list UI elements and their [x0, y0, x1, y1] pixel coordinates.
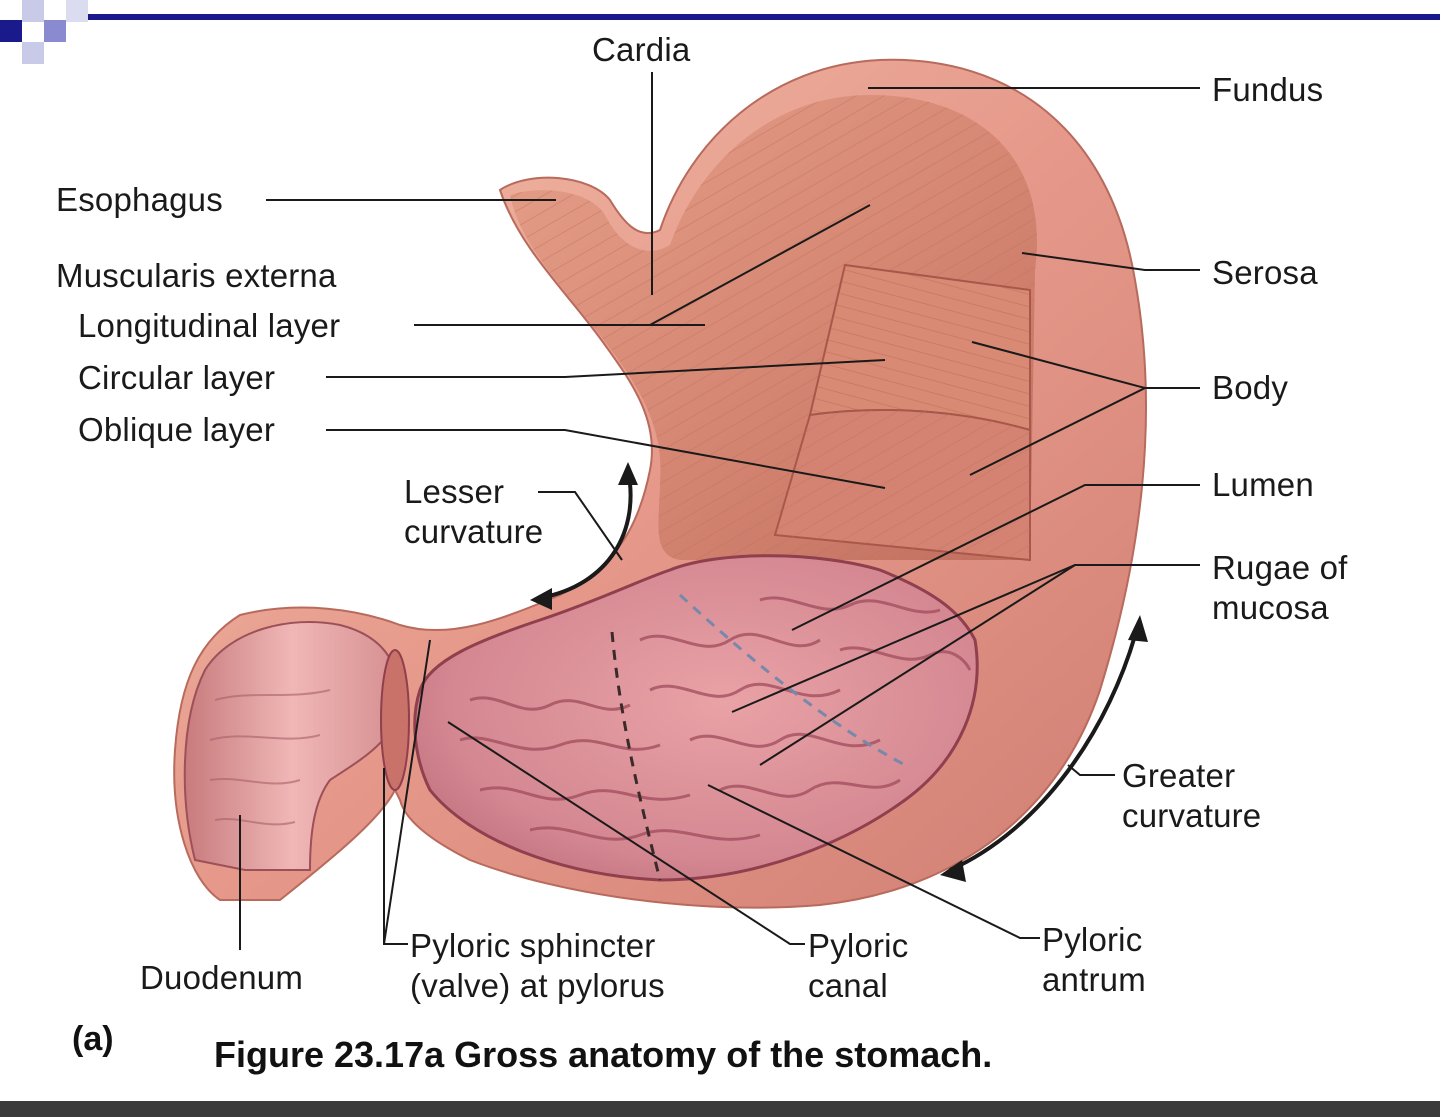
label-circular-layer: Circular layer [78, 359, 276, 396]
label-lumen: Lumen [1212, 466, 1314, 503]
antrum-boundary-dashed [610, 631, 662, 881]
slide-top-rule [88, 14, 1440, 20]
label-longitudinal-layer: Longitudinal layer [78, 307, 341, 344]
label-greater-curvature: Greater curvature [1122, 756, 1261, 836]
label-pyloric-sphincter-line2: (valve) at pylorus [410, 967, 665, 1004]
label-pyloric-canal-line2: canal [808, 967, 888, 1004]
label-lesser-line2: curvature [404, 513, 544, 550]
label-lesser-curvature: Lesser curvature [404, 472, 543, 552]
label-fundus: Fundus [1212, 71, 1324, 108]
label-pyloric-sphincter-line1: Pyloric sphincter [410, 927, 656, 964]
pyloric-sphincter-ring [380, 649, 410, 791]
label-greater-line2: curvature [1122, 797, 1262, 834]
label-pyloric-antrum: Pyloric antrum [1042, 920, 1146, 1000]
label-cardia: Cardia [592, 31, 691, 68]
leader-lines [239, 72, 1200, 950]
label-rugae-line2: mucosa [1212, 589, 1329, 626]
slide-corner-decoration [0, 0, 88, 64]
label-muscularis-externa: Muscularis externa [56, 257, 337, 294]
label-pyloric-sphincter: Pyloric sphincter (valve) at pylorus [410, 926, 665, 1006]
lesser-curvature-arrow [530, 462, 638, 610]
label-pyloric-antrum-line2: antrum [1042, 961, 1146, 998]
label-duodenum: Duodenum [140, 959, 304, 996]
label-rugae-of-mucosa: Rugae of mucosa [1212, 548, 1348, 628]
label-pyloric-antrum-line1: Pyloric [1042, 921, 1143, 958]
figure-caption: Figure 23.17a Gross anatomy of the stoma… [214, 1034, 993, 1075]
label-body: Body [1212, 369, 1289, 406]
label-pyloric-canal: Pyloric canal [808, 926, 908, 1006]
panel-letter: (a) [72, 1020, 114, 1058]
duodenum-shape [183, 621, 402, 871]
greater-curvature-arrow [940, 615, 1148, 882]
slide-bottom-bar [0, 1101, 1440, 1117]
label-pyloric-canal-line1: Pyloric [808, 927, 909, 964]
label-greater-line1: Greater [1122, 757, 1236, 794]
label-serosa: Serosa [1212, 254, 1318, 291]
duodenum-folds [209, 689, 331, 826]
label-lesser-line1: Lesser [404, 473, 505, 510]
label-oblique-layer: Oblique layer [78, 411, 276, 448]
label-rugae-line1: Rugae of [1212, 549, 1348, 586]
label-esophagus: Esophagus [56, 181, 223, 218]
